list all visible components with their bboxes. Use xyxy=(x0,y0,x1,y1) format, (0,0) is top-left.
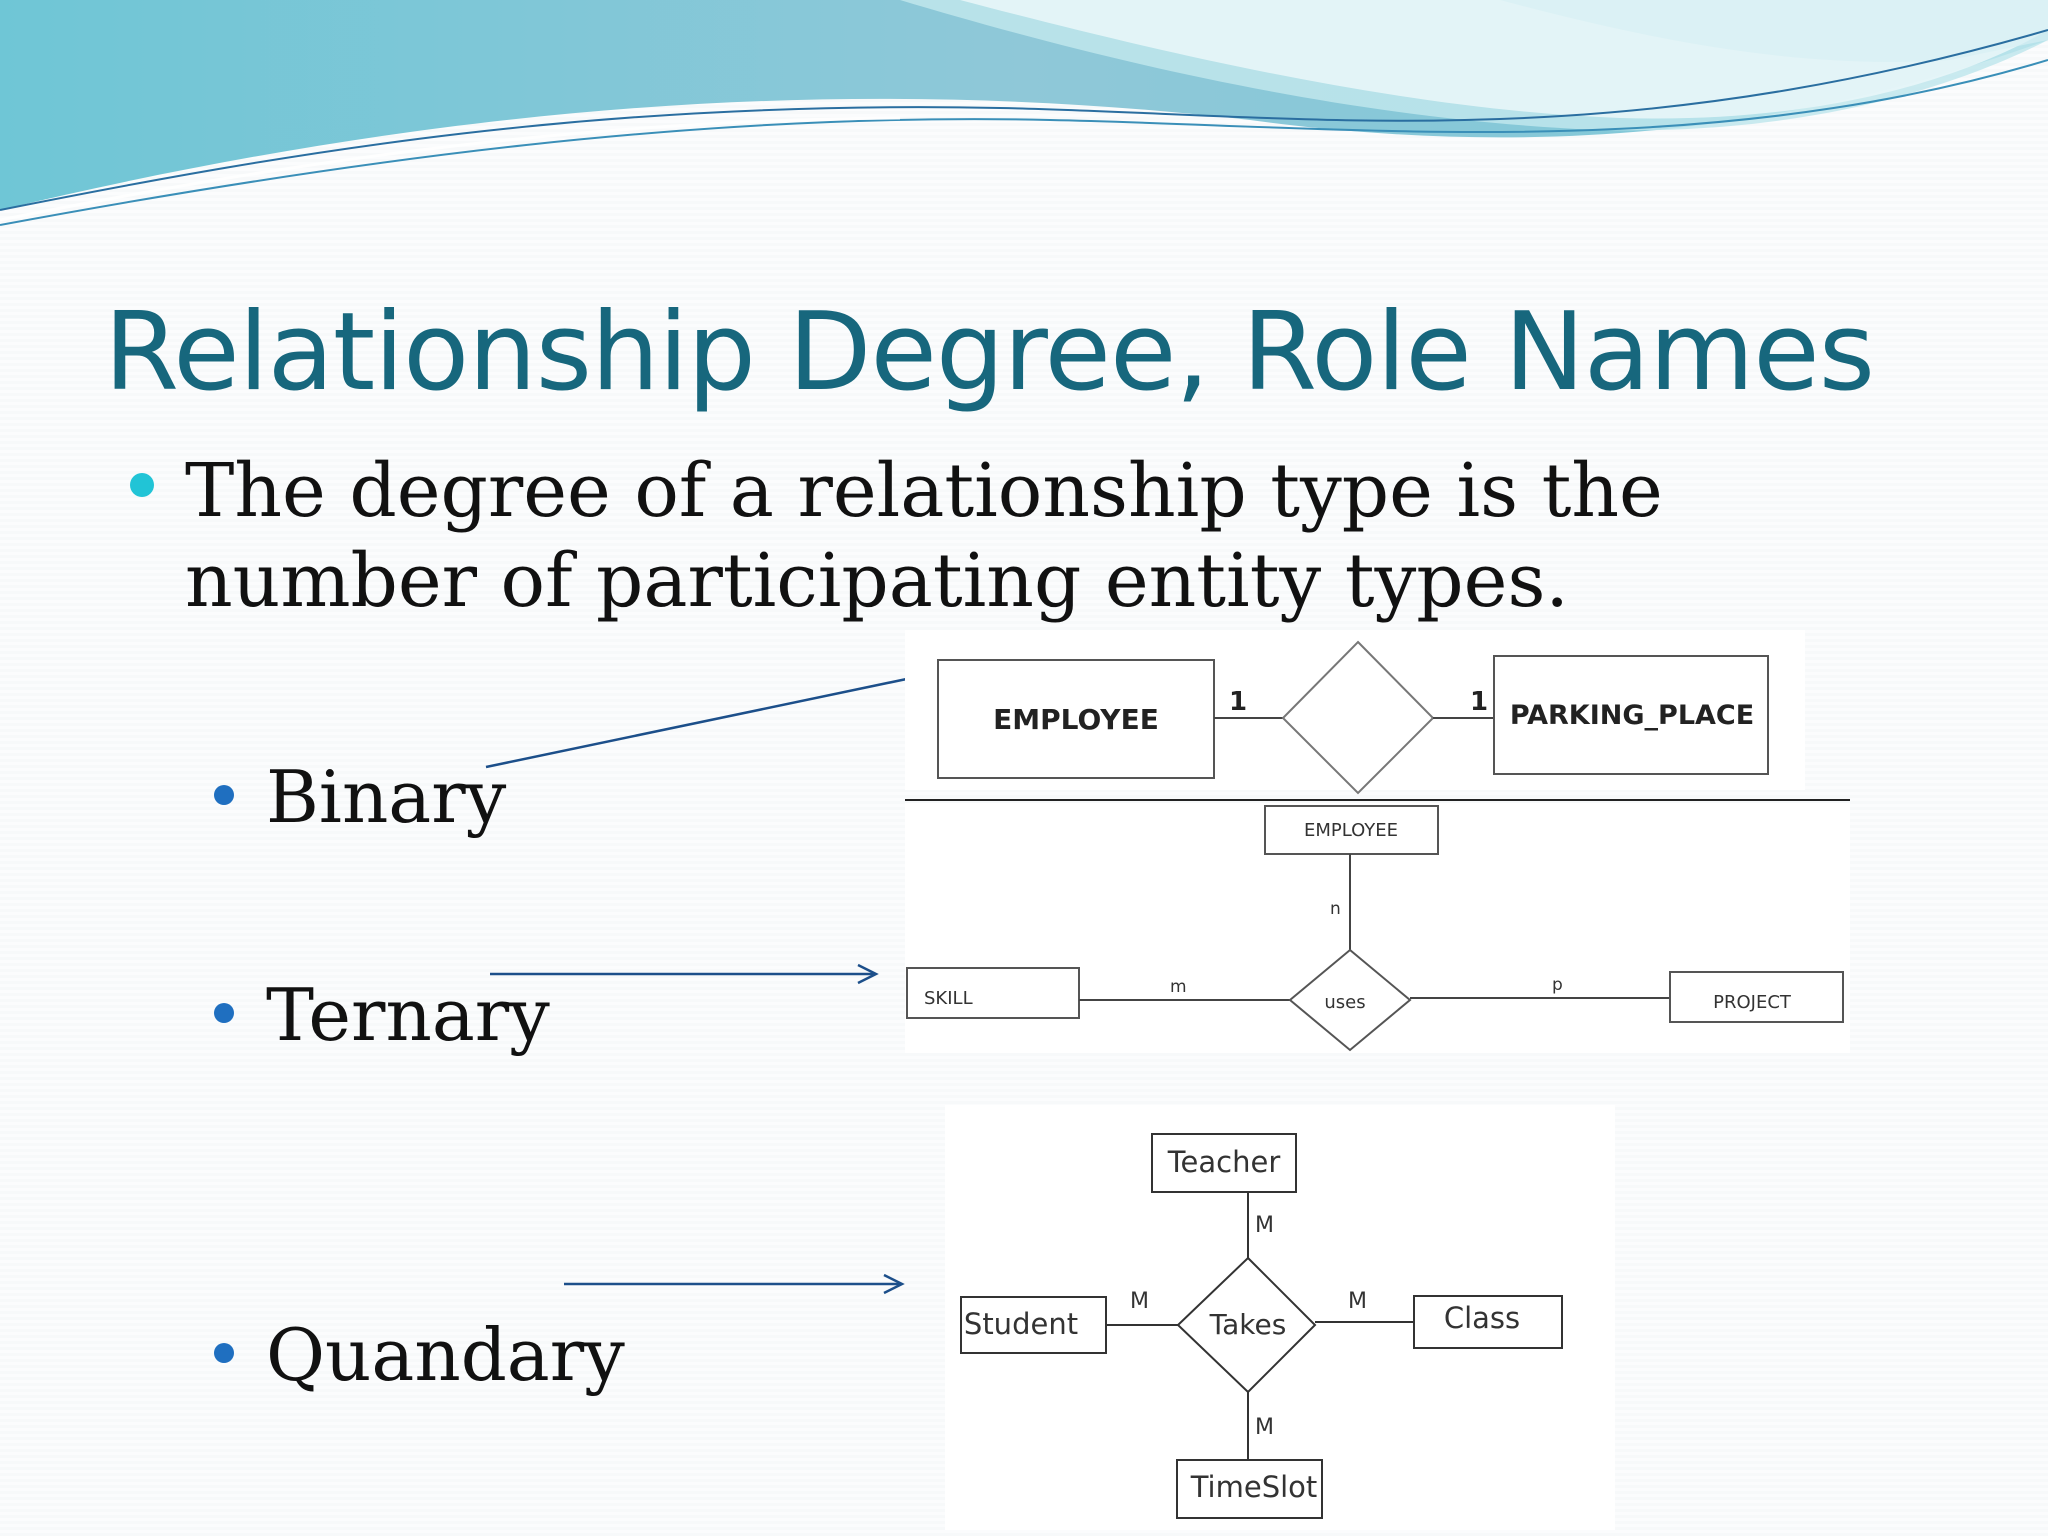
quaternary-relationship-label: Takes xyxy=(1209,1308,1287,1341)
quaternary-student-label: Student xyxy=(964,1307,1078,1341)
quaternary-left-cardinality: M xyxy=(1130,1289,1149,1314)
sub-bullet-dot-binary xyxy=(214,785,234,805)
binary-diagram: EMPLOYEE 1 1 PARKING_PLACE xyxy=(905,630,1805,795)
ternary-employee-entity xyxy=(1264,805,1439,855)
binary-parking-place-entity xyxy=(1493,655,1769,775)
slide-title: Relationship Degree, Role Names xyxy=(104,290,1875,415)
binary-left-cardinality: 1 xyxy=(1229,687,1247,717)
ternary-diagram: EMPLOYEE n SKILL m uses p PROJECT xyxy=(905,803,1850,1053)
ternary-skill-entity xyxy=(906,967,1080,1019)
quaternary-teacher-label: Teacher xyxy=(1167,1145,1281,1179)
ternary-right-cardinality: p xyxy=(1552,975,1563,995)
quaternary-bottom-cardinality: M xyxy=(1255,1415,1274,1440)
quaternary-diagram: Teacher M Student M Takes M Class M Time… xyxy=(945,1105,1615,1530)
ternary-project-entity xyxy=(1669,971,1844,1023)
sub-bullet-ternary: Ternary xyxy=(266,973,550,1057)
sub-bullet-binary: Binary xyxy=(266,755,507,839)
ternary-project-label: PROJECT xyxy=(1713,992,1792,1013)
binary-employee-label: EMPLOYEE xyxy=(993,703,1159,736)
quaternary-top-cardinality: M xyxy=(1255,1213,1274,1238)
main-bullet-text: The degree of a relationship type is the… xyxy=(185,448,1663,624)
ternary-relationship-label: uses xyxy=(1324,992,1365,1013)
quaternary-teacher-entity xyxy=(1151,1133,1297,1193)
quaternary-class-label: Class xyxy=(1444,1301,1520,1335)
sub-bullet-dot-quandary xyxy=(214,1343,234,1363)
quaternary-timeslot-entity xyxy=(1176,1459,1323,1519)
ternary-left-cardinality: m xyxy=(1170,977,1187,997)
sub-bullet-dot-ternary xyxy=(214,1003,234,1023)
binary-parking-place-label: PARKING_PLACE xyxy=(1510,700,1754,731)
header-wave-decoration xyxy=(0,0,2048,226)
ternary-employee-label: EMPLOYEE xyxy=(1304,820,1398,841)
quaternary-class-entity xyxy=(1413,1295,1563,1349)
main-bullet-dot xyxy=(130,473,154,497)
quaternary-timeslot-label: TimeSlot xyxy=(1190,1470,1318,1504)
binary-employee-entity xyxy=(937,659,1215,779)
arrow-ternary-head xyxy=(857,963,879,985)
binary-right-cardinality: 1 xyxy=(1470,687,1488,717)
quaternary-student-entity xyxy=(960,1296,1107,1354)
ternary-skill-label: SKILL xyxy=(924,988,973,1009)
ternary-top-cardinality: n xyxy=(1330,899,1341,919)
sub-bullet-quandary: Quandary xyxy=(266,1313,625,1397)
binary-relationship-diamond xyxy=(1281,640,1435,795)
arrow-quandary-head xyxy=(883,1273,905,1295)
ternary-relationship-diamond xyxy=(1288,948,1412,1052)
arrow-binary xyxy=(485,670,941,769)
quaternary-right-cardinality: M xyxy=(1348,1289,1367,1314)
